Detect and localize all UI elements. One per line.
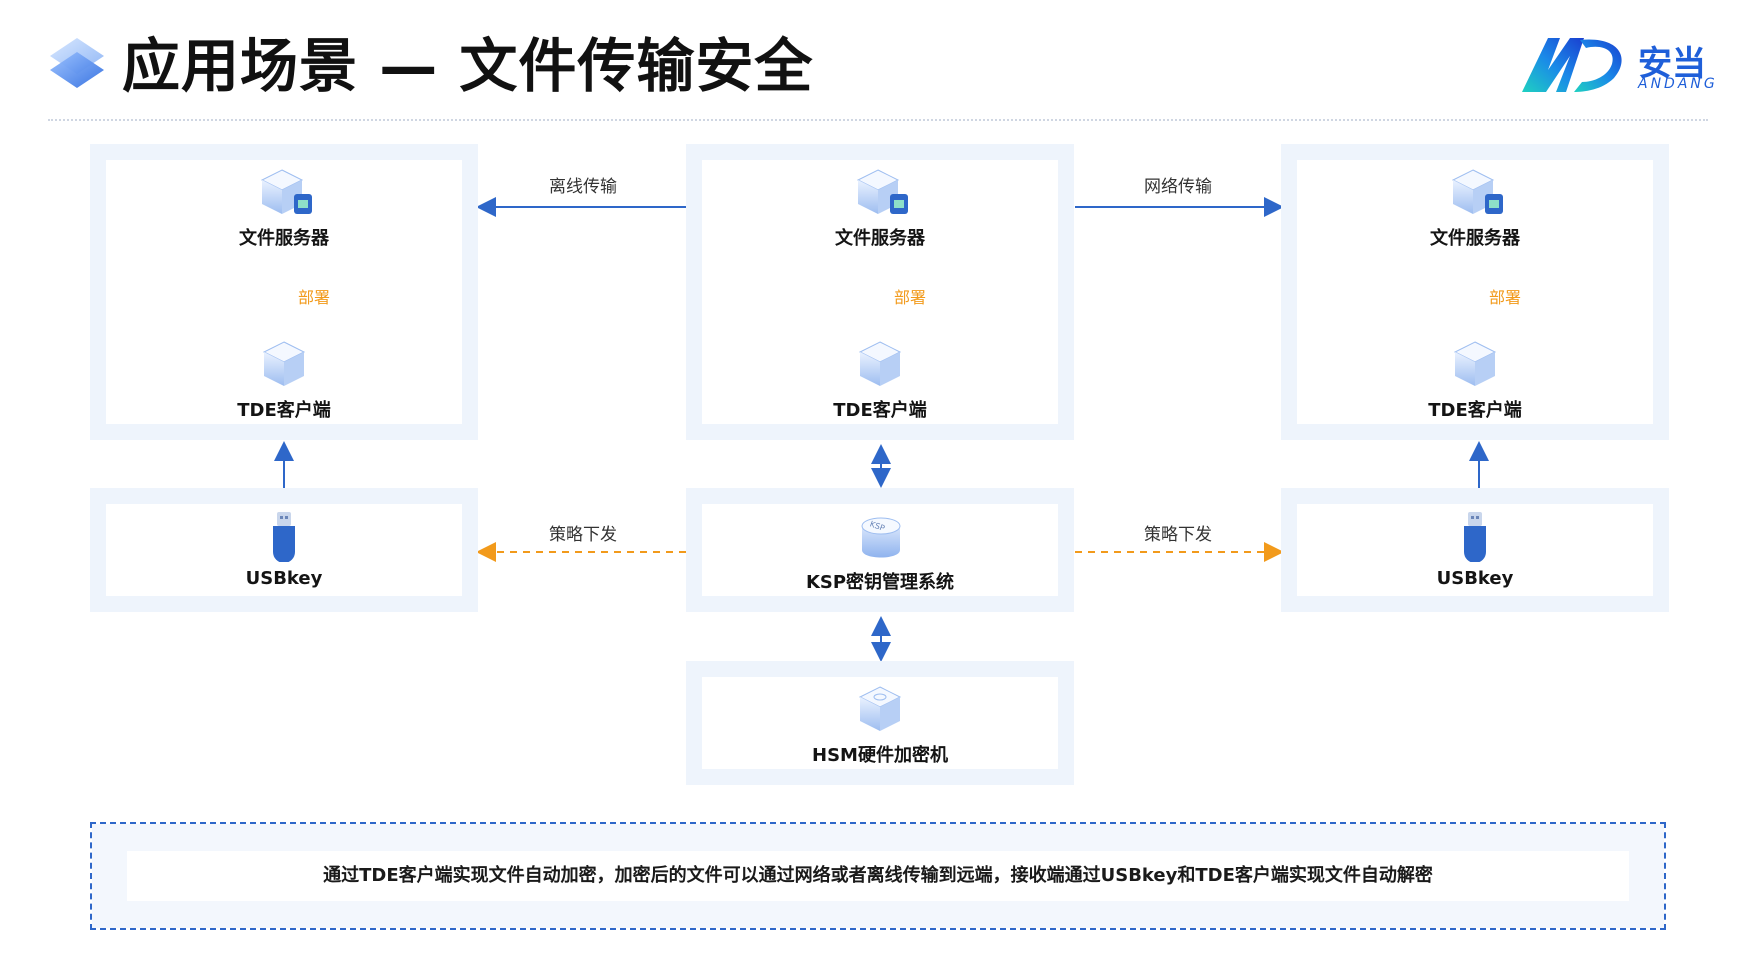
ksp-icon: KSP: [856, 512, 906, 566]
ksp-label: KSP密钥管理系统: [805, 572, 955, 593]
summary-text: 通过TDE客户端实现文件自动加密，加密后的文件可以通过网络或者离线传输到远端，接…: [323, 865, 1433, 886]
page-title: 应用场景 — 文件传输安全: [122, 32, 814, 100]
offline-transfer-label: 离线传输: [549, 177, 617, 197]
policy-right-label: 策略下发: [1144, 525, 1212, 545]
usbkey-left-box: USBkey: [90, 488, 478, 612]
policy-left-label: 策略下发: [549, 525, 617, 545]
usbkey-label: USBkey: [245, 568, 323, 589]
right-endpoint-box: 文件服务器 部署 TDE客户端: [1281, 144, 1669, 440]
header-divider: [48, 119, 1708, 121]
usbkey-label: USBkey: [1436, 568, 1514, 589]
tde-client-icon: [262, 340, 306, 392]
tde-client-label: TDE客户端: [1428, 400, 1522, 421]
file-server-icon: [856, 168, 912, 222]
summary-frame: [90, 822, 1666, 930]
deploy-label: 部署: [298, 288, 331, 307]
brand-name: 安当: [1638, 44, 1706, 84]
file-server-label: 文件服务器: [239, 228, 329, 249]
hsm-box: HSM硬件加密机: [686, 661, 1074, 785]
file-server-label: 文件服务器: [1430, 228, 1520, 249]
summary-panel: [127, 851, 1629, 901]
usbkey-right-box: USBkey: [1281, 488, 1669, 612]
left-endpoint-box: 文件服务器 部署 TDE客户端: [90, 144, 478, 440]
file-server-label: 文件服务器: [835, 228, 925, 249]
andang-logo-icon: [1518, 30, 1638, 98]
tde-client-label: TDE客户端: [833, 400, 927, 421]
file-server-icon: [1451, 168, 1507, 222]
network-transfer-label: 网络传输: [1144, 177, 1212, 197]
brand-subtitle: ANDANG: [1638, 76, 1718, 92]
tde-client-icon: [858, 340, 902, 392]
deploy-label: 部署: [1489, 288, 1522, 307]
hsm-label: HSM硬件加密机: [812, 745, 948, 766]
usbkey-icon: [271, 512, 297, 566]
tde-client-icon: [1453, 340, 1497, 392]
deploy-label: 部署: [894, 288, 927, 307]
ksp-box: KSP KSP密钥管理系统: [686, 488, 1074, 612]
center-endpoint-box: 文件服务器 部署 TDE客户端: [686, 144, 1074, 440]
file-server-icon: [260, 168, 316, 222]
usbkey-icon: [1462, 512, 1488, 566]
hsm-icon: [858, 685, 902, 737]
title-logo-icon: [46, 34, 108, 96]
tde-client-label: TDE客户端: [237, 400, 331, 421]
